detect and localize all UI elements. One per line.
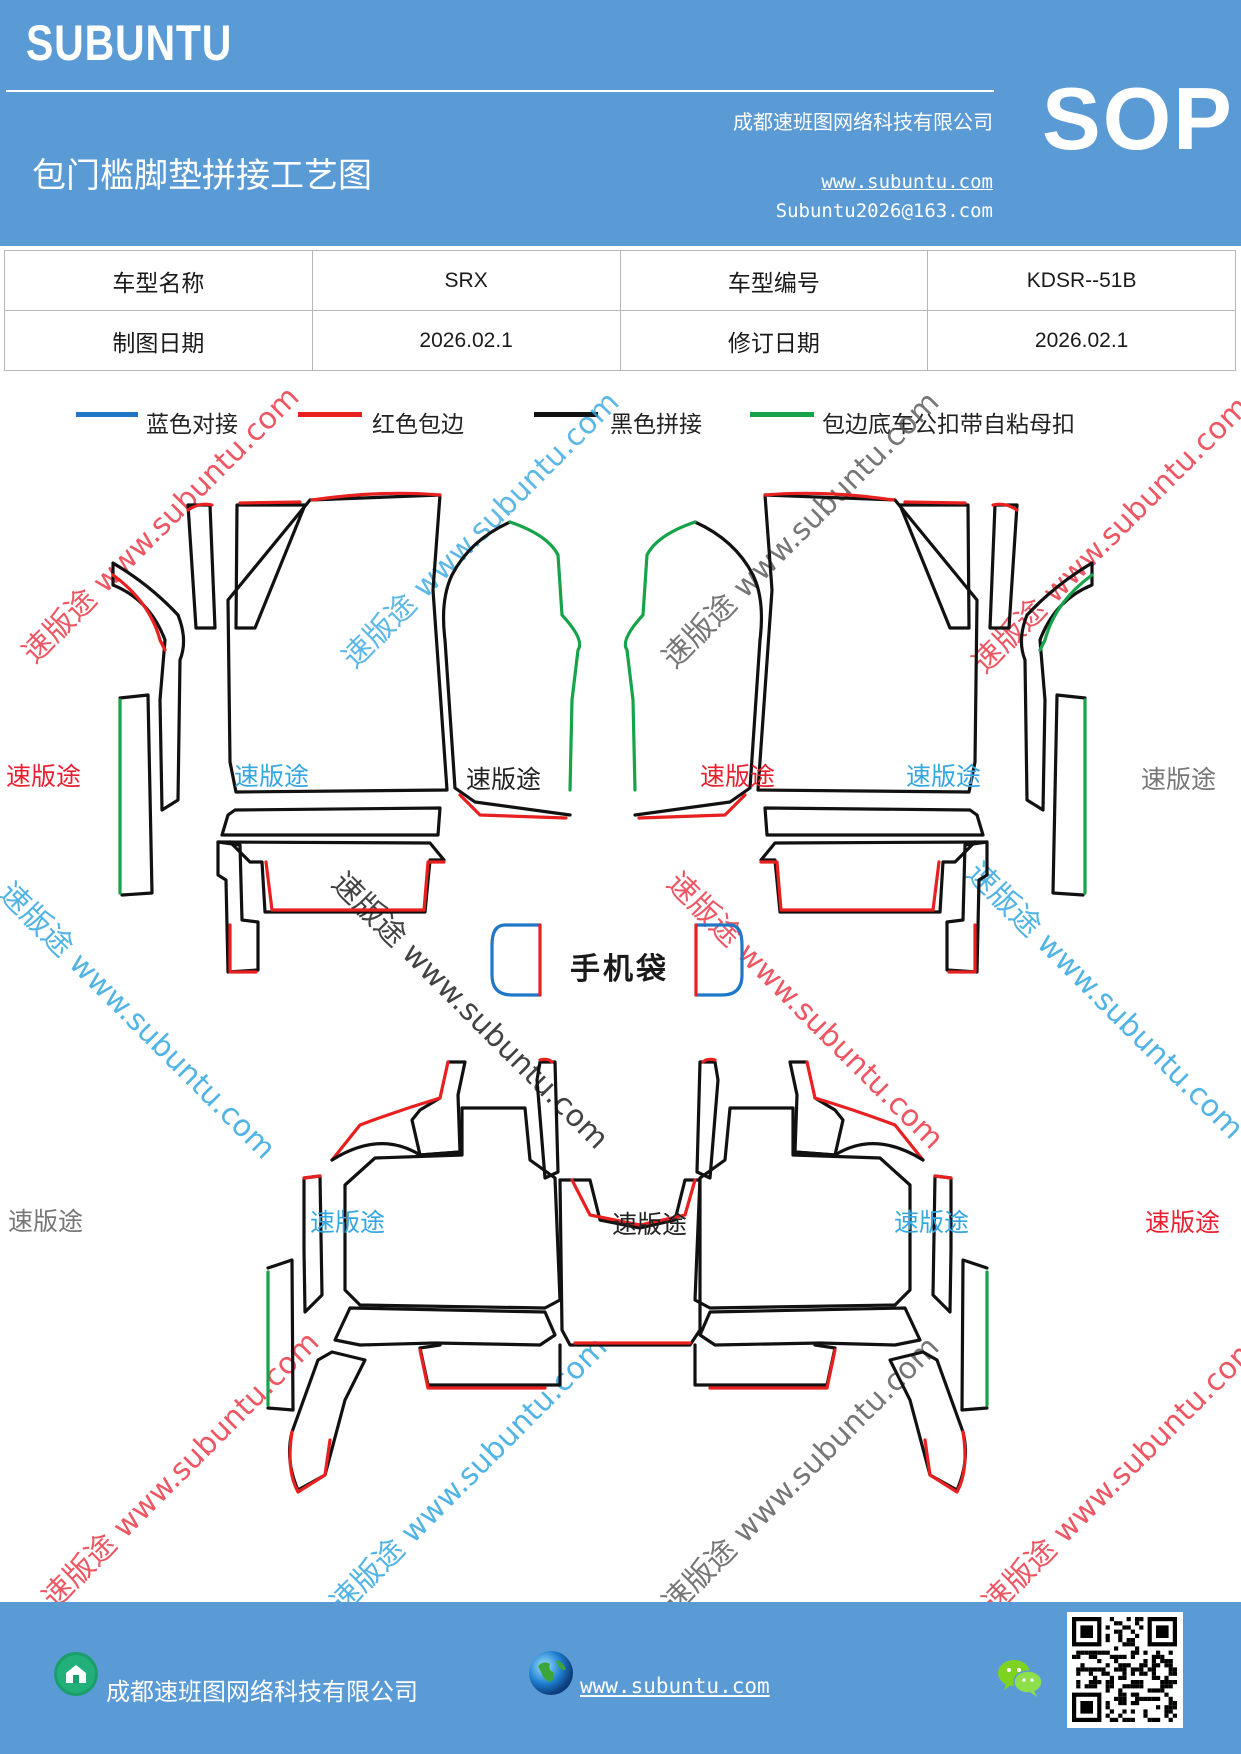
table-cell: 制图日期	[4, 310, 313, 371]
website-link[interactable]: www.subuntu.com	[821, 171, 993, 193]
vehicle-info-table: 车型名称 SRX 车型编号 KDSR--51B 制图日期 2026.02.1 修…	[4, 250, 1236, 371]
legend-label-red: 红色包边	[372, 412, 464, 438]
company-name: 成都速班图网络科技有限公司	[733, 110, 993, 134]
brand-logo: SUBUNTU	[26, 15, 233, 71]
legend-swatch-blue	[76, 412, 138, 417]
watermark-label: 速版途	[906, 762, 982, 791]
footer-banner: 成都速班图网络科技有限公司 www.subuntu.com	[0, 1602, 1241, 1754]
table-cell: 2026.02.1	[311, 310, 621, 371]
legend-label-green: 包边底车公扣带自粘母扣	[822, 412, 1075, 438]
watermark-label: 速版途	[1145, 1208, 1221, 1237]
mat-set-top-left	[111, 491, 582, 974]
watermark-label: 速版途	[612, 1210, 688, 1239]
phone-bag-left	[490, 923, 542, 997]
legend-label-black: 黑色拼接	[610, 412, 702, 438]
qr-code-icon	[1067, 1612, 1183, 1728]
watermark-label: 速版途	[894, 1208, 970, 1237]
mat-set-bottom-right	[693, 1057, 989, 1494]
sop-badge: SOP	[1042, 69, 1234, 168]
legend-swatch-black	[534, 412, 598, 417]
watermark-label: 速版途	[234, 762, 310, 791]
table-cell: 修订日期	[619, 310, 929, 371]
footer-website-link[interactable]: www.subuntu.com	[580, 1674, 770, 1698]
page-title: 包门槛脚垫拼接工艺图	[32, 156, 372, 196]
header-divider	[6, 90, 994, 92]
mat-set-bottom-left	[266, 1057, 562, 1494]
watermark-label: 速版途	[6, 762, 82, 791]
table-cell: 车型名称	[4, 250, 313, 311]
table-cell: KDSR--51B	[927, 250, 1236, 311]
watermark-label: 速版途	[310, 1208, 386, 1237]
legend-swatch-green	[750, 412, 814, 417]
header-banner: SUBUNTU 成都速班图网络科技有限公司 包门槛脚垫拼接工艺图 www.sub…	[0, 0, 1241, 246]
table-cell: 2026.02.1	[927, 310, 1236, 371]
watermark-label: 速版途	[8, 1207, 84, 1236]
watermark-label: 速版途	[700, 762, 776, 791]
mat-set-top-right	[623, 491, 1094, 974]
watermark-label: 速版途	[466, 765, 542, 794]
email-address: Subuntu2026@163.com	[775, 200, 993, 222]
phone-bag-right	[694, 923, 744, 997]
phone-bag-label: 手机袋	[570, 952, 669, 987]
table-row: 车型名称 SRX 车型编号 KDSR--51B	[4, 250, 1236, 311]
table-cell: 车型编号	[619, 250, 929, 311]
table-cell: SRX	[311, 250, 621, 311]
center-connector	[558, 1178, 702, 1347]
wechat-icon	[998, 1660, 1043, 1697]
footer-company-name: 成都速班图网络科技有限公司	[106, 1678, 418, 1706]
home-badge-icon	[54, 1652, 98, 1696]
table-row: 制图日期 2026.02.1 修订日期 2026.02.1	[4, 310, 1236, 371]
legend-label-blue: 蓝色对接	[146, 412, 238, 438]
globe-icon	[529, 1651, 573, 1695]
watermark-label: 速版途	[1141, 765, 1217, 794]
legend-swatch-red	[298, 412, 362, 417]
